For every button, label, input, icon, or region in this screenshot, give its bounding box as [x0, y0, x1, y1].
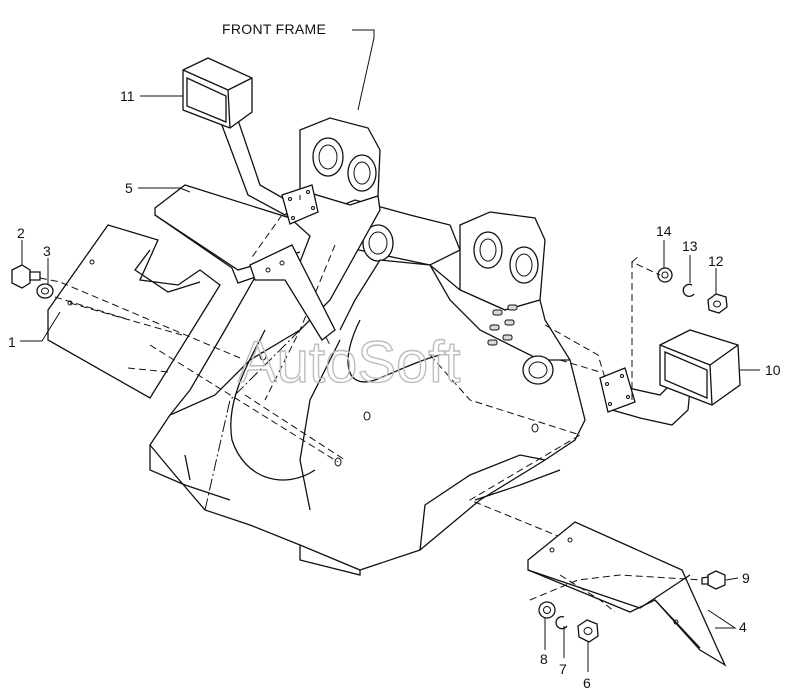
- callout-5: 5: [125, 180, 133, 196]
- part-2-bolt: [11, 264, 41, 289]
- front-frame: [149, 117, 586, 576]
- callout-2: 2: [17, 225, 25, 241]
- callout-3: 3: [43, 243, 51, 259]
- watermark: AutoSoft: [238, 330, 460, 395]
- callout-4: 4: [739, 619, 747, 635]
- callout-labels: 1 2 3 4 5 6 7 8 9 10 11 12 13 14: [8, 88, 781, 691]
- assembly-lines-left: [39, 277, 339, 463]
- part-1-plate: [47, 224, 221, 399]
- assembly-lines-lamp11: [249, 195, 301, 261]
- part-8-washer: [538, 601, 556, 619]
- part-3-washer: [36, 283, 54, 299]
- callout-11: 11: [120, 88, 135, 104]
- part-14-washer: [657, 267, 673, 283]
- part-7-lockwasher: [555, 616, 568, 630]
- part-4-fender: [527, 521, 727, 667]
- callout-14: 14: [656, 223, 672, 239]
- callout-10: 10: [765, 362, 781, 378]
- callout-13: 13: [682, 238, 698, 254]
- assembly-lines-bottom: [529, 574, 703, 613]
- callout-6: 6: [583, 675, 591, 691]
- part-13-lockwasher: [682, 283, 695, 297]
- part-10-lamp: [599, 329, 741, 426]
- callout-7: 7: [559, 661, 567, 677]
- leader-lines: [20, 95, 760, 672]
- callout-8: 8: [540, 651, 548, 667]
- assembly-lines-right: [544, 254, 661, 400]
- part-12-nut: [707, 293, 728, 314]
- part-6-nut: [577, 619, 599, 643]
- part-9-bolt: [701, 570, 726, 590]
- callout-12: 12: [708, 253, 724, 269]
- callout-9: 9: [742, 570, 750, 586]
- part-11-lamp: [182, 57, 319, 225]
- front-frame-leader: [352, 29, 375, 111]
- part-5-fender: [154, 184, 336, 341]
- front-frame-title: FRONT FRAME: [222, 21, 326, 37]
- callout-1: 1: [8, 334, 16, 350]
